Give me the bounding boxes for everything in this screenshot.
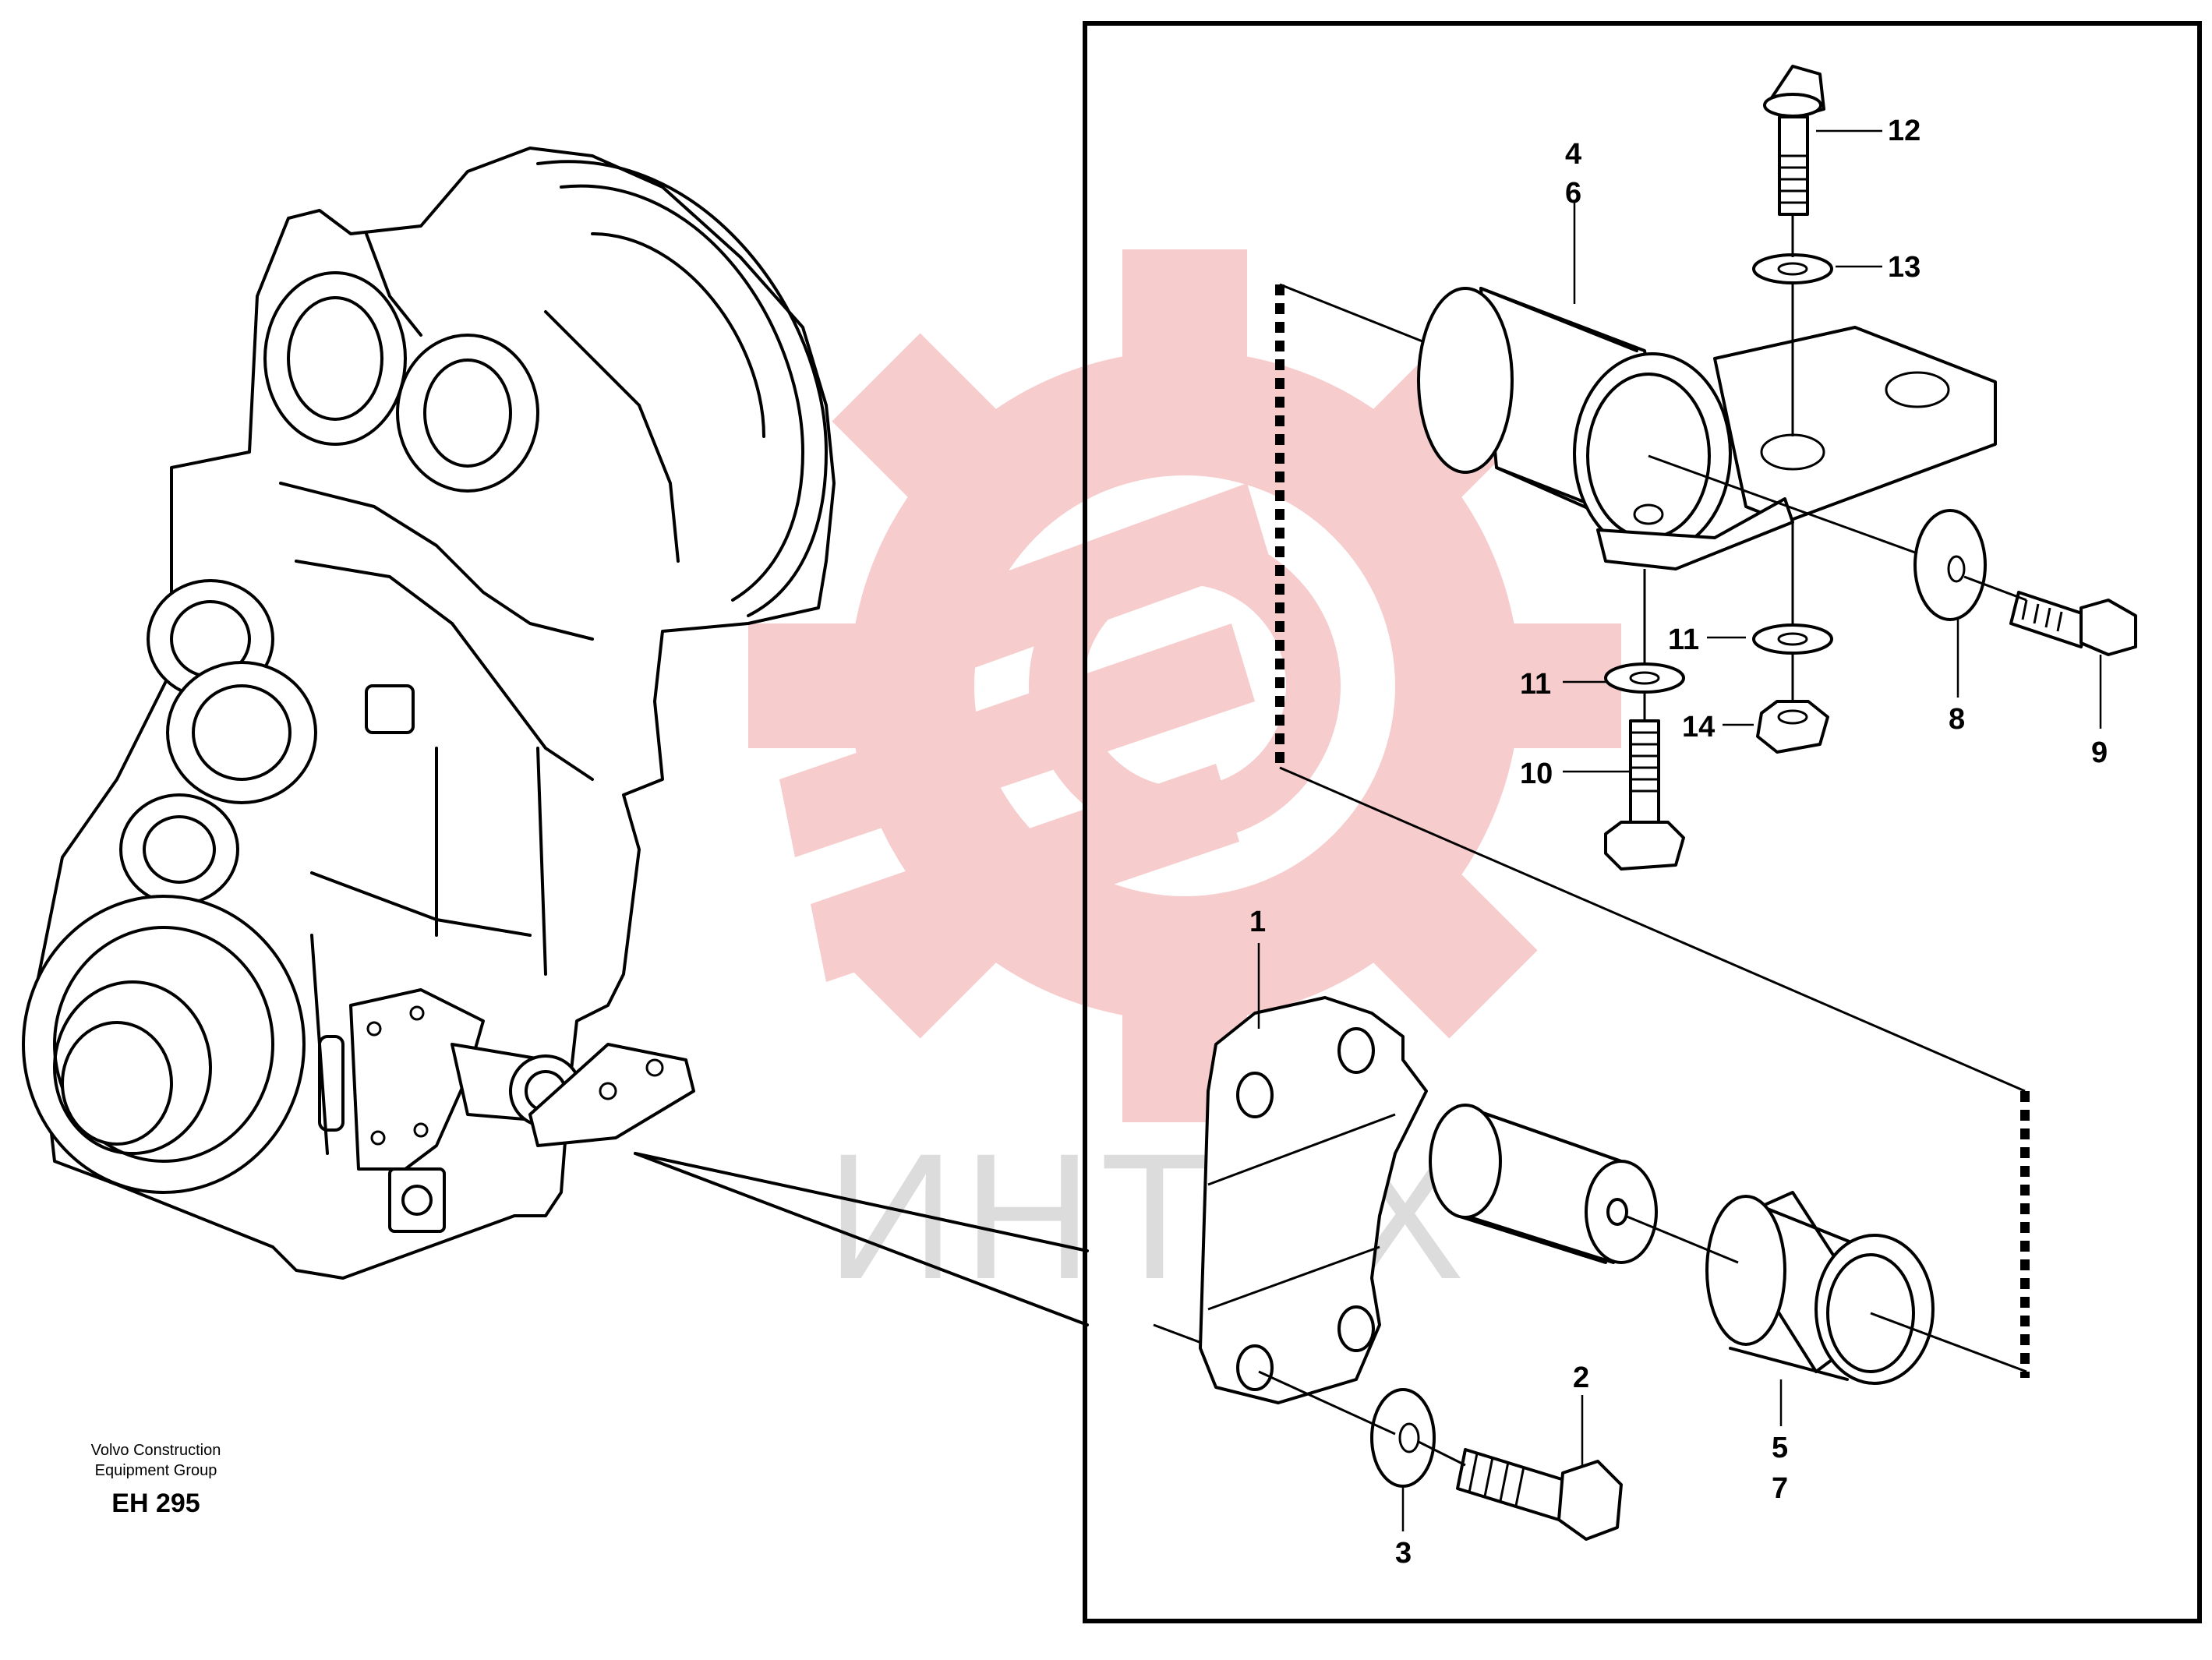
part-14-nut <box>1756 700 1829 754</box>
label-part-4: 4 <box>1565 138 1581 171</box>
detail-frame <box>1083 21 2202 1623</box>
part-11-washer-left <box>1604 662 1685 694</box>
label-part-2: 2 <box>1573 1362 1589 1394</box>
transmission-housing <box>22 147 836 1280</box>
part-1-flange-bracket <box>1199 996 1658 1404</box>
label-part-14: 14 <box>1682 711 1715 743</box>
label-part-10: 10 <box>1520 758 1553 790</box>
housing-mount-bracket <box>349 988 695 1171</box>
part-12-bolt <box>1763 65 1825 216</box>
part-13-washer <box>1752 253 1833 284</box>
label-part-13: 13 <box>1888 251 1920 284</box>
label-part-11-left: 11 <box>1520 668 1551 701</box>
publisher-caption: Volvo Construction Equipment Group EH 29… <box>31 1440 281 1519</box>
part-8-washer <box>1913 509 1987 621</box>
label-part-11-right: 11 <box>1668 623 1699 656</box>
label-part-8: 8 <box>1949 703 1965 736</box>
label-part-6: 6 <box>1565 177 1581 210</box>
label-part-1: 1 <box>1249 906 1266 938</box>
label-part-7: 7 <box>1772 1472 1788 1505</box>
label-part-9: 9 <box>2091 736 2108 769</box>
part-10-bolt <box>1604 719 1685 871</box>
label-part-5: 5 <box>1772 1432 1788 1464</box>
label-part-3: 3 <box>1395 1537 1412 1570</box>
part-5-7-bushing <box>1705 1191 1935 1385</box>
part-9-bolt <box>2009 591 2137 656</box>
part-3-washer <box>1370 1388 1436 1488</box>
caption-line-1: Volvo Construction <box>90 1442 221 1459</box>
label-part-12: 12 <box>1888 115 1920 147</box>
part-11-washer-right <box>1752 623 1833 655</box>
part-4-6-sleeve-bracket <box>1417 287 1997 570</box>
part-2-bolt <box>1456 1448 1623 1541</box>
caption-line-2: Equipment Group <box>94 1462 217 1479</box>
caption-code: EH 295 <box>111 1489 200 1518</box>
